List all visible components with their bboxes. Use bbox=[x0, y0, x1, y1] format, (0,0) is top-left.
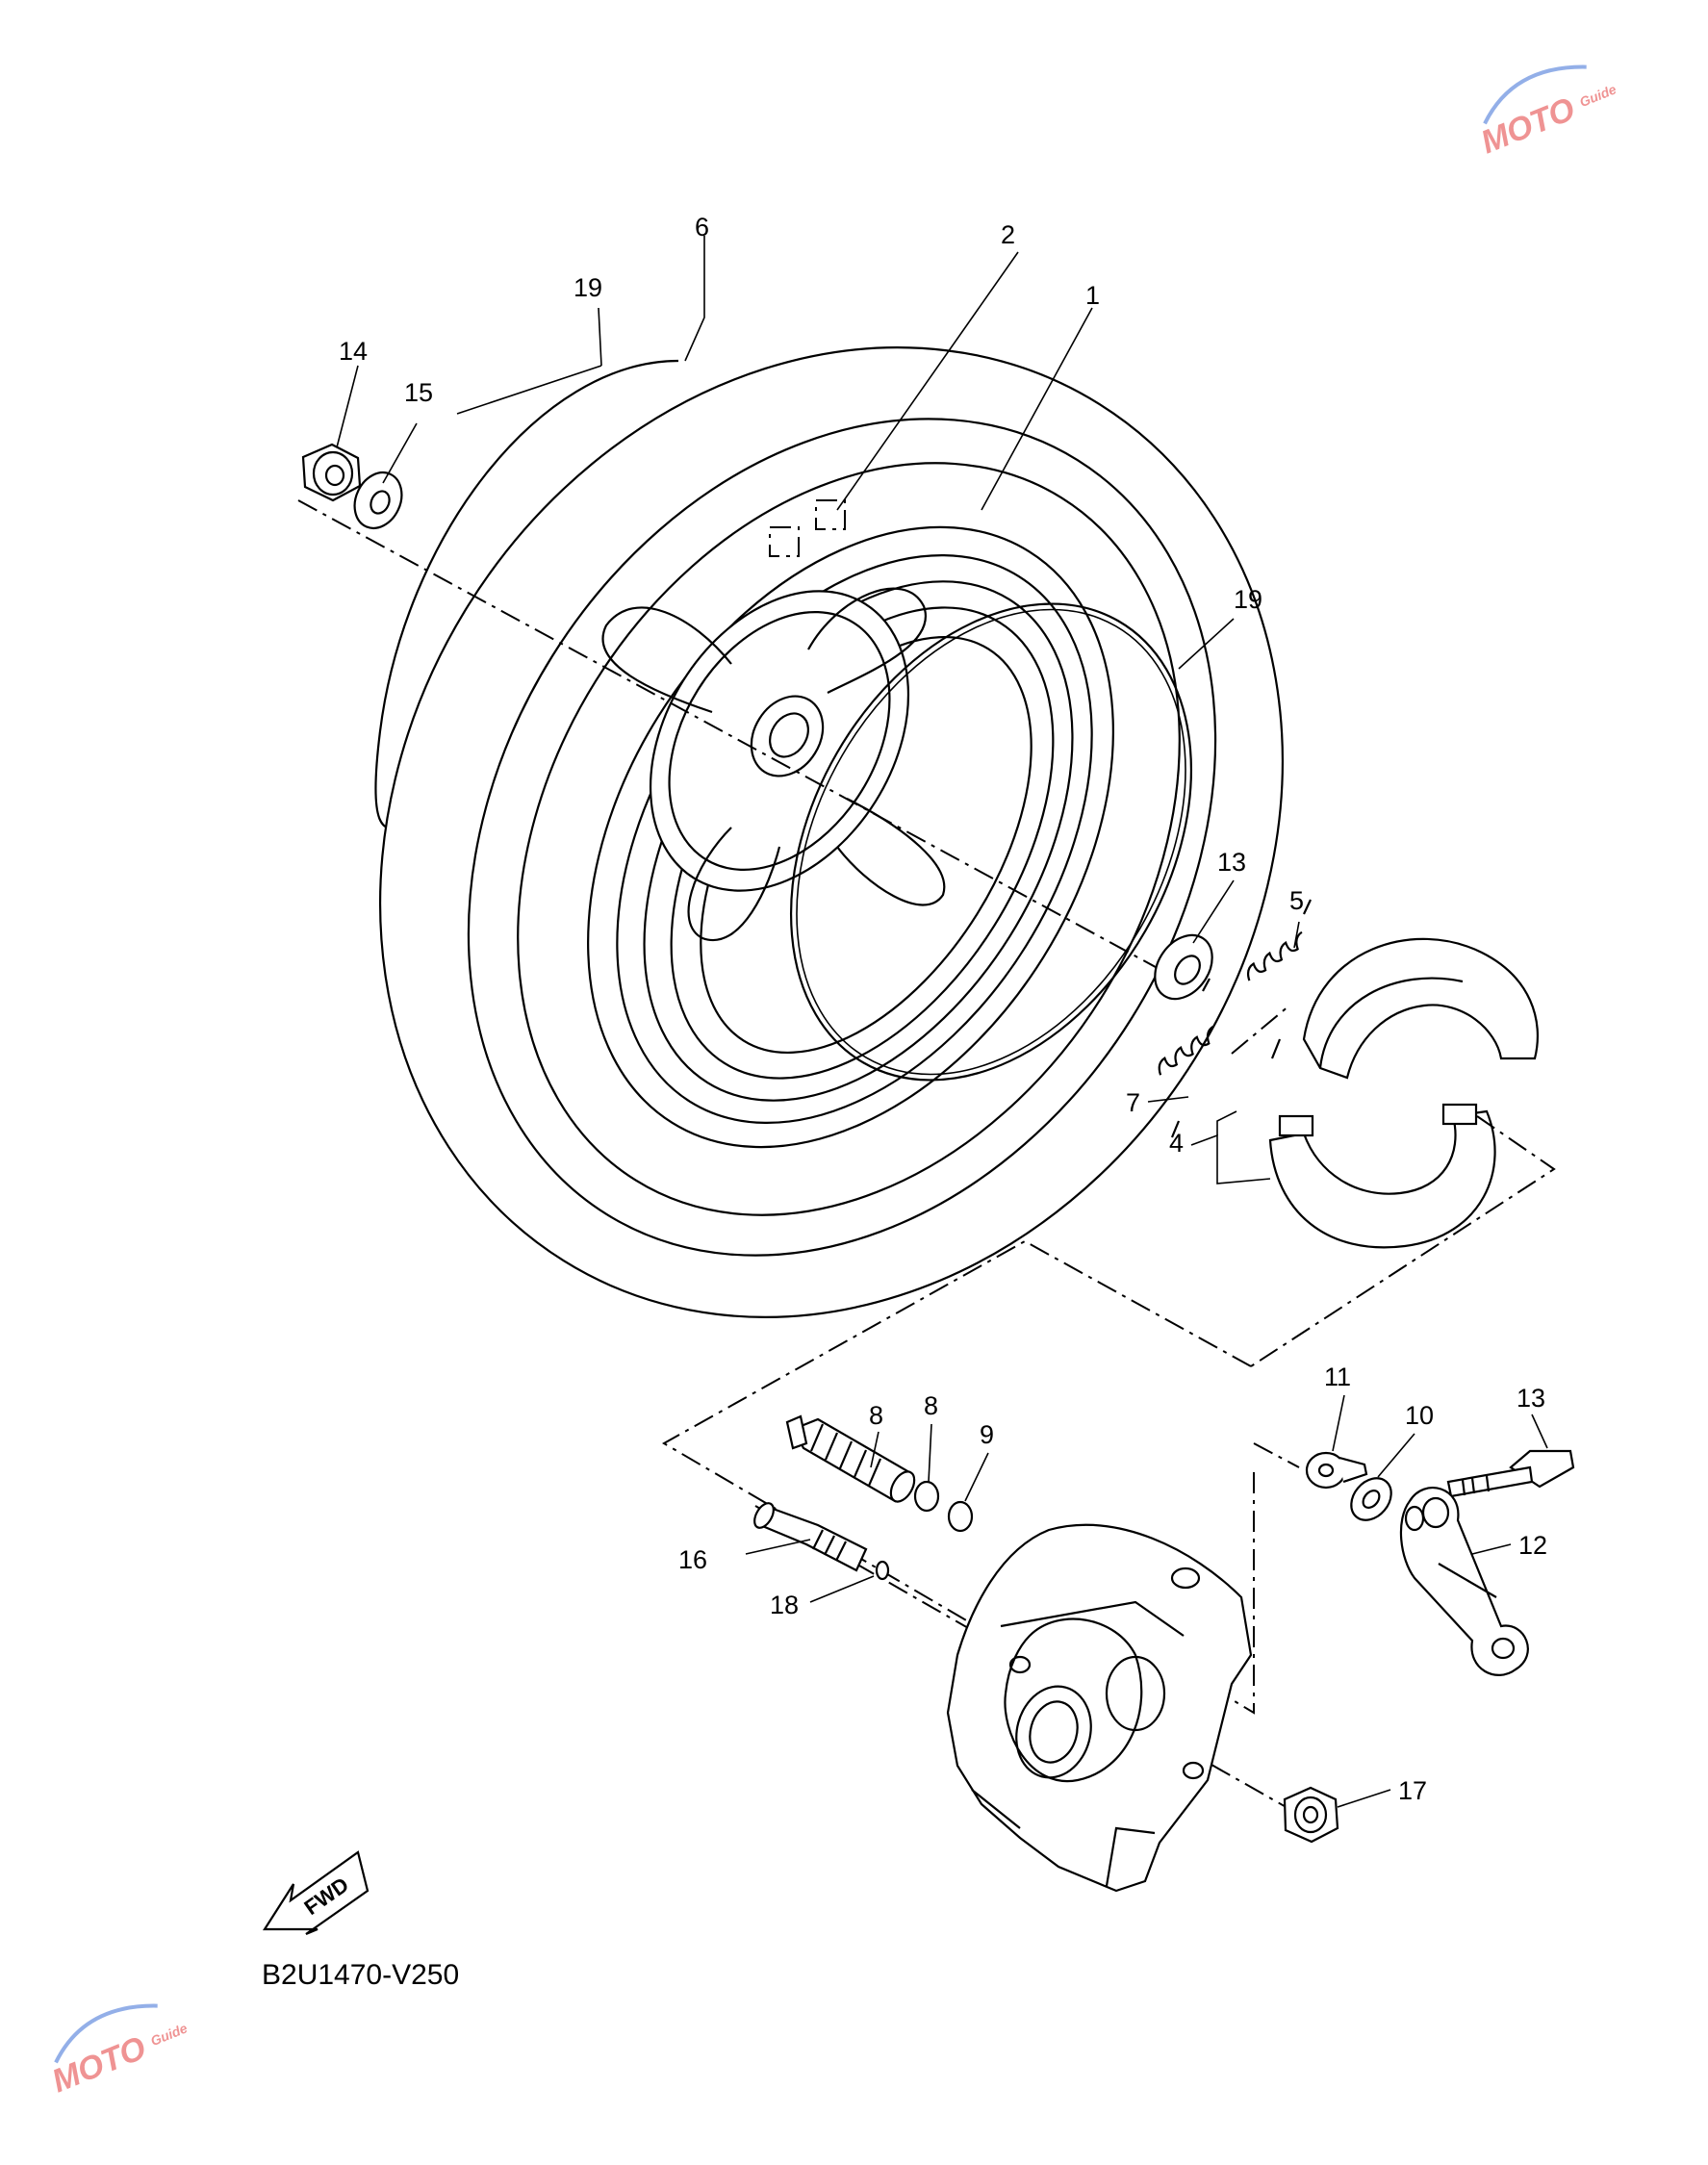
callout-15: 15 bbox=[404, 378, 433, 407]
callout-4: 4 bbox=[1169, 1129, 1184, 1158]
callout-13: 13 bbox=[1217, 848, 1246, 877]
washer-13 bbox=[1154, 933, 1213, 1001]
o-ring-19-front-inner bbox=[796, 608, 1186, 1076]
diagram-code: B2U1470-V250 bbox=[262, 1959, 459, 1991]
washer-15 bbox=[353, 471, 403, 529]
forward-arrow: FWD bbox=[262, 1850, 370, 1936]
watermark-text: MOTO bbox=[47, 2029, 151, 2100]
watermark-top-right: MOTO Guide bbox=[1476, 64, 1619, 161]
washer-9 bbox=[1350, 1477, 1392, 1521]
brake-backplate bbox=[946, 1523, 1253, 1893]
watermark-subtext: Guide bbox=[1577, 81, 1619, 110]
anchor-pin-16 bbox=[753, 1502, 868, 1572]
callout-6: 7 bbox=[1126, 1088, 1140, 1117]
callout-9: 10 bbox=[1405, 1401, 1434, 1430]
o-ring-8-b bbox=[947, 1500, 974, 1533]
axle-centerline bbox=[297, 499, 1165, 973]
callout-7: 8 bbox=[869, 1401, 883, 1430]
callout-12: 13 bbox=[1517, 1384, 1545, 1413]
watermark-subtext: Guide bbox=[148, 2020, 190, 2049]
tire-valve-2 bbox=[769, 499, 846, 557]
watermark-bottom-left: MOTO Guide bbox=[47, 2003, 190, 2100]
callout-10: 11 bbox=[1324, 1363, 1351, 1391]
wheel-hub bbox=[601, 587, 946, 942]
axle-nut-14 bbox=[301, 443, 362, 502]
callout-8-b: 9 bbox=[980, 1420, 994, 1449]
callout-labels: 6 2 1 19 14 15 19 13 5 7 4 8 8 9 11 10 1… bbox=[339, 213, 1547, 1805]
callout-8-a: 8 bbox=[924, 1391, 938, 1420]
spring-6 bbox=[1158, 978, 1214, 1138]
brake-shoe-4 bbox=[1268, 937, 1539, 1249]
brake-camshaft-7 bbox=[785, 1414, 916, 1503]
callout-14: 14 bbox=[339, 337, 368, 366]
o-ring-19-front bbox=[789, 602, 1193, 1082]
spring-5 bbox=[1246, 899, 1312, 1059]
indicator-plate-10 bbox=[1305, 1451, 1368, 1490]
callout-3: 6 bbox=[695, 213, 709, 242]
brake-shoe-group-outline bbox=[1231, 1005, 1556, 1367]
callout-18: 18 bbox=[770, 1591, 799, 1619]
bolt-12 bbox=[1446, 1449, 1575, 1498]
o-ring-8-a bbox=[913, 1480, 940, 1513]
callout-16: 16 bbox=[678, 1545, 707, 1574]
o-ring-18 bbox=[875, 1560, 890, 1581]
brake-lever-11 bbox=[1399, 1487, 1529, 1676]
callout-11: 12 bbox=[1518, 1531, 1547, 1560]
lever-axis bbox=[1253, 1442, 1300, 1468]
watermark-text: MOTO bbox=[1476, 90, 1580, 161]
callout-5: 5 bbox=[1289, 886, 1304, 915]
callout-19-front: 19 bbox=[1234, 585, 1262, 614]
callout-19-rear: 19 bbox=[574, 273, 602, 302]
flange-nut-17 bbox=[1283, 1786, 1339, 1844]
camshaft-axis bbox=[1125, 1472, 1255, 1715]
callout-2: 2 bbox=[1001, 220, 1015, 249]
callout-17: 17 bbox=[1398, 1776, 1427, 1805]
callout-1: 1 bbox=[1085, 281, 1100, 310]
leader-lines bbox=[336, 236, 1548, 1808]
